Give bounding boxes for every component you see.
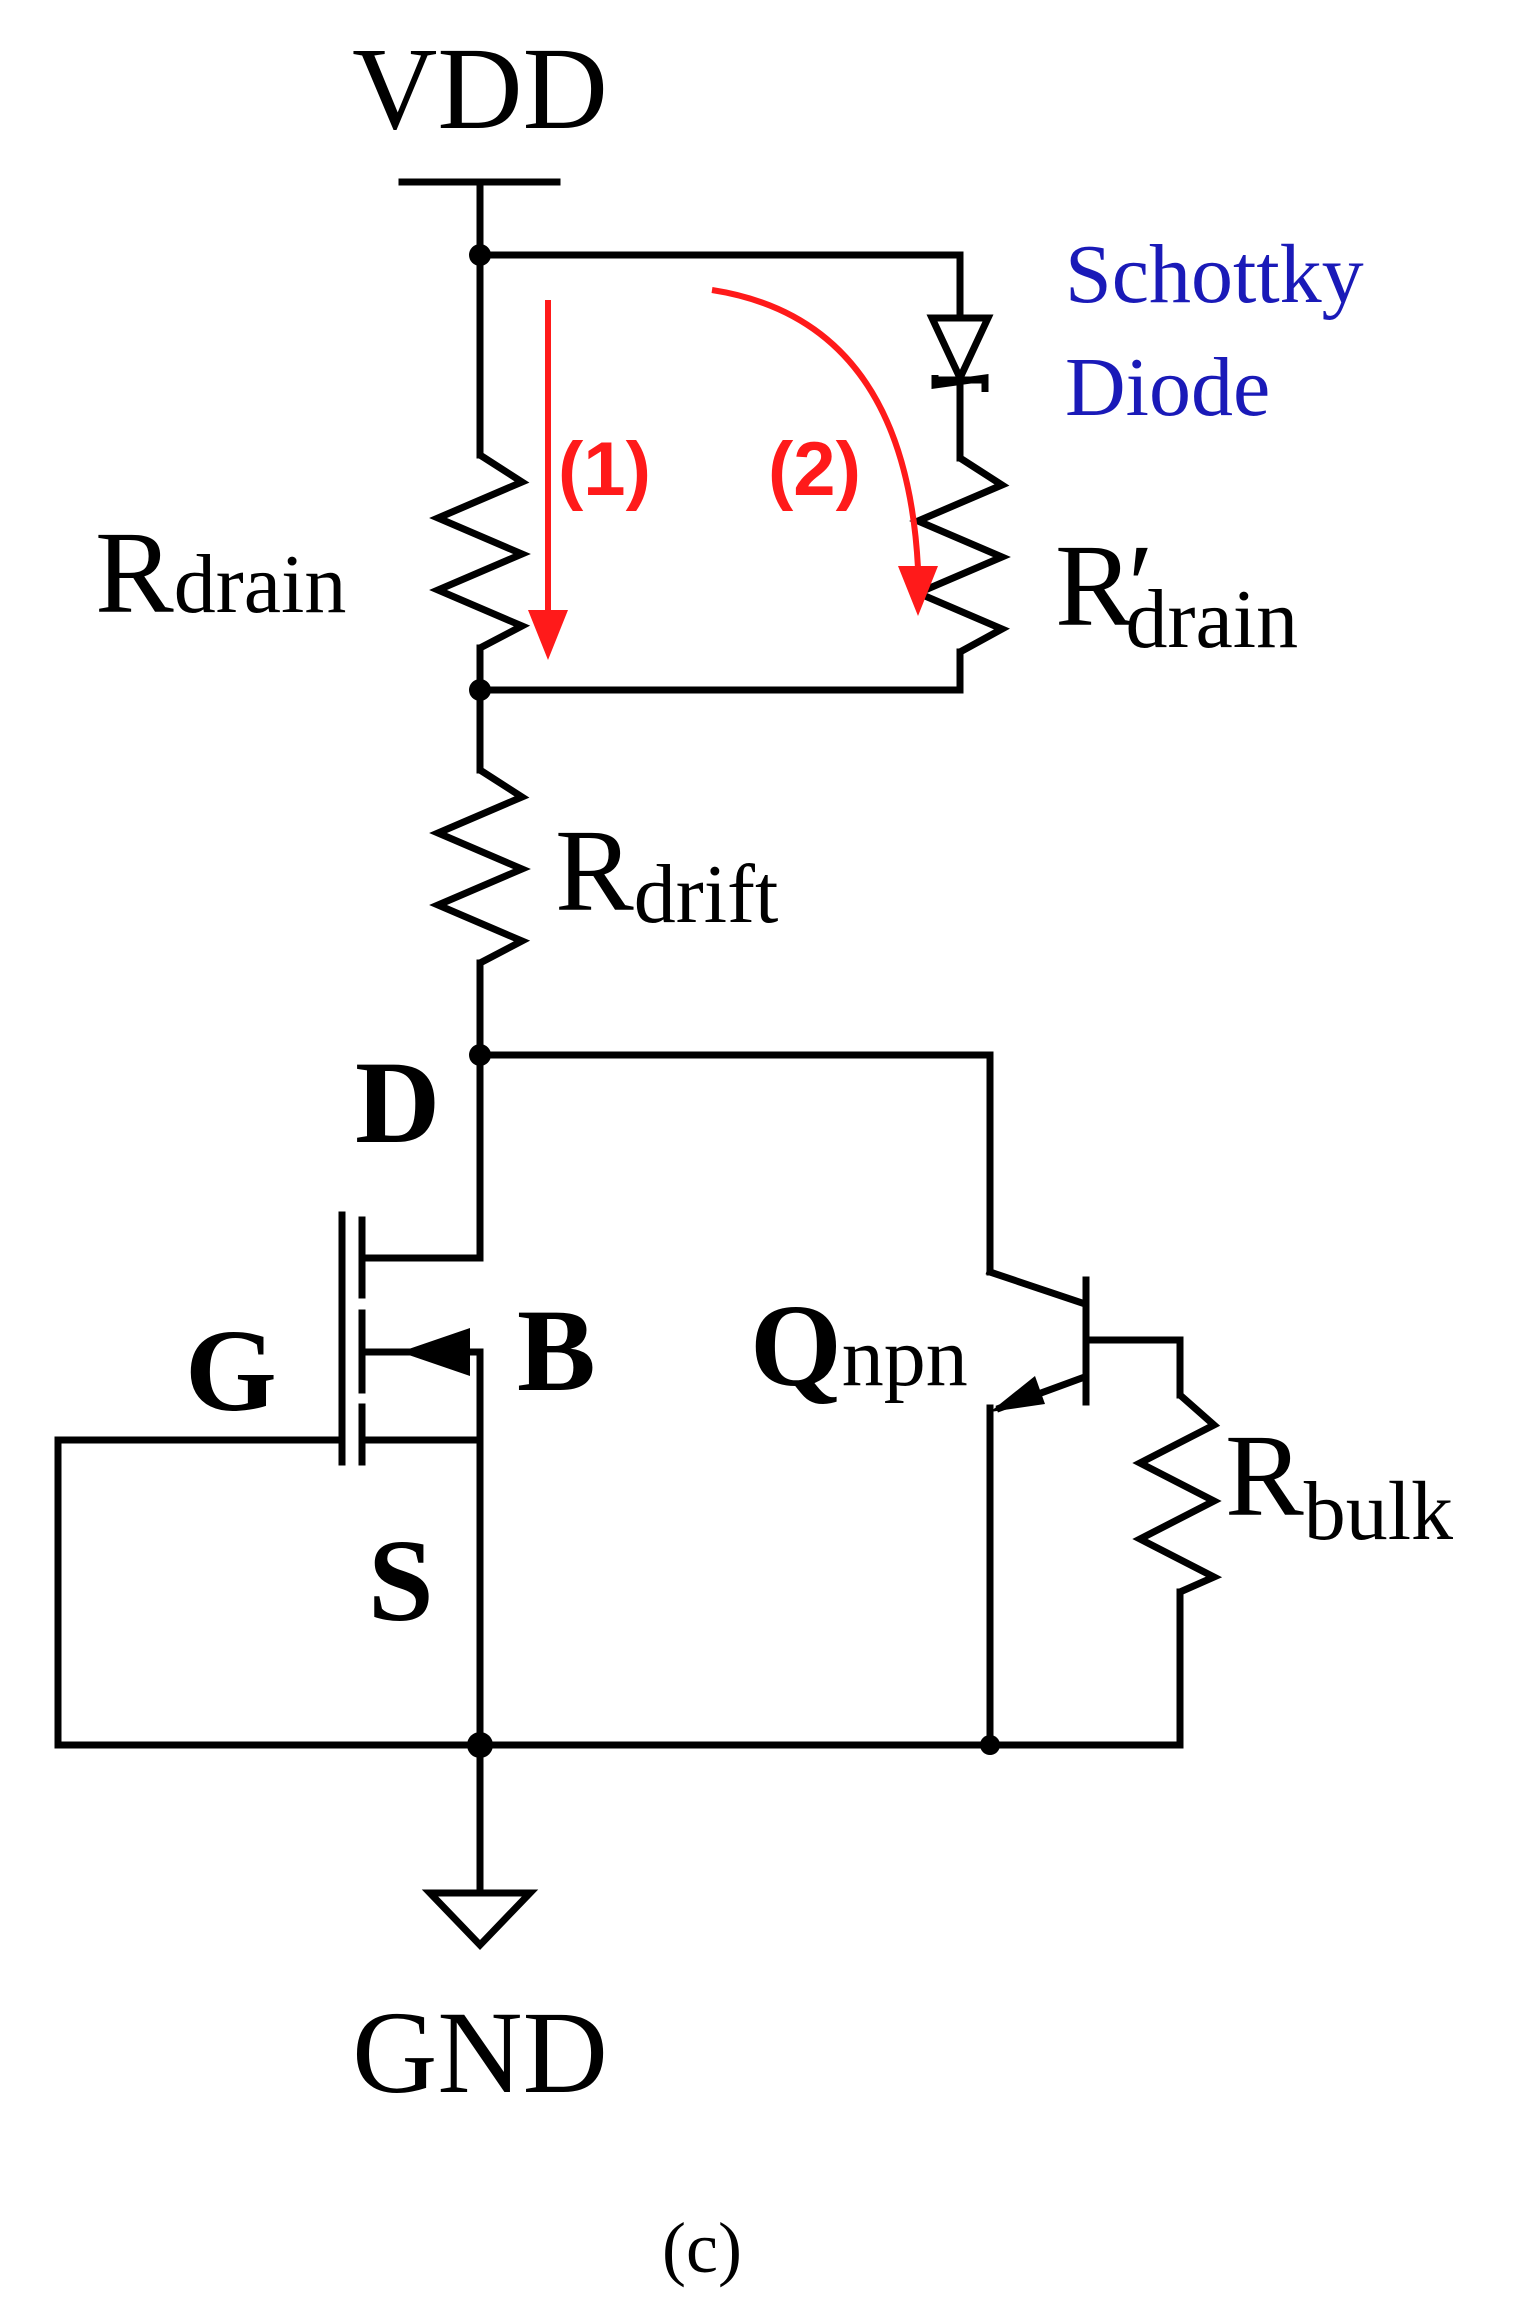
rdrain-label: Rdrain	[95, 507, 346, 638]
rdrift-label: Rdrift	[555, 805, 778, 941]
bjt-label: Qnpn	[750, 1280, 968, 1411]
mosfet-source-label: S	[368, 1515, 434, 1646]
rdrain-resistor	[429, 452, 531, 652]
gate-wire-loop	[54, 1436, 484, 1749]
mosfet-body-label: B	[517, 1285, 596, 1416]
current-path-1-arrowhead-icon	[528, 610, 568, 660]
mosfet-body-arrow-icon	[400, 1328, 470, 1376]
rdrift-subscript: drift	[634, 848, 779, 941]
rbulk-symbol: R	[1225, 1410, 1304, 1541]
rdrift-resistor	[429, 767, 531, 967]
current-path-1-label: (1)	[558, 427, 651, 512]
vdd-label: VDD	[352, 23, 608, 154]
rdrain-prime-mark: ′	[1128, 520, 1154, 651]
rdrain-prime-symbol: R	[1055, 520, 1134, 651]
rdrain-prime-subscript: drain	[1126, 573, 1299, 666]
bjt-symbol: Q	[750, 1280, 842, 1411]
rdrain-prime-label: R′drain	[1055, 520, 1298, 666]
diode-label-line2: Diode	[1065, 341, 1270, 434]
rdrain-prime-resistor	[909, 455, 1011, 656]
gnd-label: GND	[352, 1987, 608, 2118]
rbulk-subscript: bulk	[1304, 1465, 1453, 1558]
mosfet-gate-label: G	[185, 1305, 277, 1436]
rbulk-resistor	[1132, 1392, 1223, 1596]
diode-label-line1: Schottky	[1065, 228, 1364, 321]
schottky-diode-icon	[926, 314, 994, 387]
ground-symbol-icon	[421, 1889, 539, 1951]
current-path-2-label: (2)	[768, 427, 861, 512]
bjt-collector-diag	[985, 1267, 1087, 1308]
rdrift-symbol: R	[555, 805, 634, 936]
figure-caption: (c)	[662, 2208, 742, 2288]
current-path-2-arrowhead-icon	[898, 566, 938, 616]
current-path-2-arrow	[711, 287, 921, 569]
rdrain-subscript: drain	[174, 538, 347, 631]
rdrain-symbol: R	[95, 507, 174, 638]
bjt-subscript: npn	[842, 1311, 968, 1404]
mosfet-drain-label: D	[355, 1037, 440, 1168]
rbulk-label: Rbulk	[1225, 1410, 1453, 1558]
bjt-emitter-arrow-icon	[990, 1376, 1045, 1412]
